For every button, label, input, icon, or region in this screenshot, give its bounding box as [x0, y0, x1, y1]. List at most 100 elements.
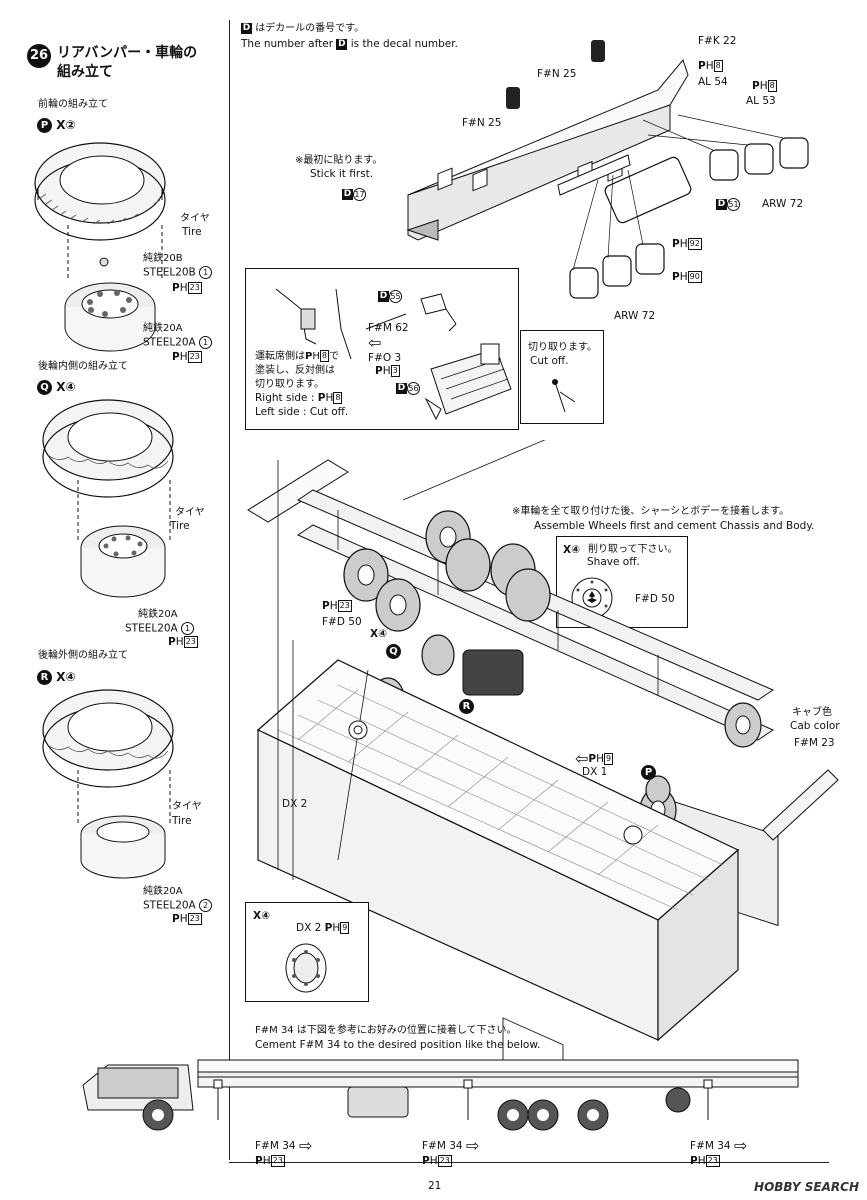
- rear-outer-tire-jp: タイヤ: [172, 801, 202, 812]
- front-tire-drawing: [34, 142, 166, 241]
- front-part1-jp: 純鉄20B: [143, 253, 183, 264]
- cab-color-en: Cab color: [790, 720, 840, 732]
- rear-inner-count: X④: [56, 380, 76, 394]
- bottom-ph23-c: 23: [705, 1155, 720, 1167]
- front-part1-row: STEEL20B 1: [143, 266, 213, 280]
- decal-d56-icon: D: [396, 383, 407, 394]
- detail-bracket-drawing: [275, 288, 512, 421]
- rear-outer-badge: R: [37, 670, 52, 685]
- cab-color-jp: キャブ色: [792, 707, 832, 718]
- main-fd50: F#D 50: [322, 616, 362, 628]
- front-part1-qty: 1: [199, 266, 213, 279]
- dx-box-ph: 9: [340, 922, 350, 934]
- front-part2-qty: 1: [199, 336, 213, 349]
- detail-left-side: Left side : Cut off.: [255, 406, 349, 418]
- dx-box-count-value: X④: [253, 910, 270, 922]
- rear-inner-heading: 後輪内側の組み立て: [38, 361, 128, 372]
- cutoff-box: [520, 330, 604, 424]
- front-part2-paint: 23: [187, 351, 202, 363]
- rear-bumper-drawing: [406, 40, 809, 299]
- front-wheel-guides: [67, 225, 163, 280]
- rear-inner-part-jp: 純鉄20A: [138, 609, 178, 620]
- badge-r-text: R: [459, 699, 474, 714]
- column-divider: [229, 20, 230, 1160]
- rear-inner-rim-drawing: [80, 525, 166, 598]
- rear-outer-part-row: STEEL20A 2: [143, 899, 213, 913]
- watermark-logo: HOBBY SEARCH: [754, 1180, 859, 1194]
- front-part2-en: STEEL20A: [143, 336, 196, 349]
- label-al54: AL 54: [698, 76, 728, 88]
- dx-box-dx: DX 2: [296, 922, 322, 934]
- main-x4-value: X④: [370, 628, 387, 640]
- decal-d-icon-2: D: [336, 38, 348, 50]
- badge-p-text: P: [641, 765, 656, 780]
- front-wheel-badge: P: [37, 118, 52, 133]
- label-ph8-b: 8: [767, 80, 777, 92]
- shave-count: X④: [563, 544, 580, 557]
- main-fm23: F#M 23: [794, 737, 835, 749]
- decal-note-jp: はデカールの番号です。: [255, 23, 365, 34]
- shave-en: Shave off.: [587, 556, 640, 568]
- stick-first-jp: ※最初に貼ります。: [295, 155, 383, 166]
- label-d17: 17: [353, 188, 366, 201]
- bottom-fm34-b: F#M 34: [422, 1140, 463, 1152]
- decal-d17-icon: D: [342, 189, 353, 200]
- cutoff-en: Cut off.: [530, 355, 569, 367]
- bottom-fm34-c: F#M 34: [690, 1140, 731, 1152]
- bottom-fm34-a-row: F#M 34 ⇨: [255, 1136, 313, 1155]
- bottom-fm34-c-row: F#M 34 ⇨: [690, 1136, 748, 1155]
- detail-right-side-paint: 8: [333, 392, 343, 404]
- decal-d-icon: D: [241, 22, 252, 34]
- label-arw72-b: ARW 72: [614, 310, 656, 322]
- main-ph23: 23: [337, 600, 352, 612]
- rear-inner-guides: [77, 480, 171, 540]
- front-rim-drawing: [64, 257, 156, 352]
- detail-note-jp-1b: 8: [319, 350, 329, 362]
- chassis-body-assembly-drawing: [247, 440, 839, 1060]
- rear-outer-badge-row: R X④: [37, 670, 76, 685]
- front-tire-label-en: Tire: [182, 226, 202, 238]
- main-dx1: DX 1: [582, 766, 608, 778]
- rear-outer-tire-en: Tire: [172, 815, 192, 827]
- rear-outer-rim-drawing: [80, 815, 166, 879]
- decal-d55-icon: D: [378, 291, 389, 302]
- cement-note-jp: F#M 34 は下図を参考にお好みの位置に接着して下さい。: [255, 1025, 517, 1036]
- badge-p: P: [641, 762, 656, 781]
- step-title-line2: 組み立て: [57, 64, 113, 80]
- arrow-left-1: ⇦: [368, 333, 382, 352]
- cutoff-jp: 切り取ります。: [528, 342, 597, 353]
- step-title-line1: リアバンパー・車輪の: [57, 45, 198, 61]
- label-d55: 55: [389, 290, 402, 303]
- front-wheel-heading: 前輪の組み立て: [38, 99, 108, 110]
- label-al53: AL 53: [746, 95, 776, 107]
- rear-outer-guides: [77, 770, 171, 825]
- bottom-ph23-a: 23: [270, 1155, 285, 1167]
- bottom-fm34-b-row: F#M 34 ⇨: [422, 1136, 480, 1155]
- rear-inner-badge-row: Q X④: [37, 380, 76, 395]
- badge-r: R: [459, 696, 474, 715]
- label-ph8-a: 8: [713, 60, 723, 72]
- page-number: 21: [428, 1180, 442, 1192]
- main-x4: X④: [370, 628, 387, 641]
- bottom-fm34-a: F#M 34: [255, 1140, 296, 1152]
- rear-outer-part-en: STEEL20A: [143, 899, 196, 912]
- label-fn25-b: F#N 25: [462, 117, 502, 129]
- rear-inner-tire-jp: タイヤ: [175, 507, 205, 518]
- rear-inner-part-en: STEEL20A: [125, 622, 178, 635]
- rear-inner-badge: Q: [37, 380, 52, 395]
- truck-side-view-drawing: [82, 1059, 799, 1131]
- front-part2-jp: 純鉄20A: [143, 323, 183, 334]
- decal-note-en-pre: The number after: [241, 38, 334, 50]
- shave-fd50: F#D 50: [635, 593, 675, 605]
